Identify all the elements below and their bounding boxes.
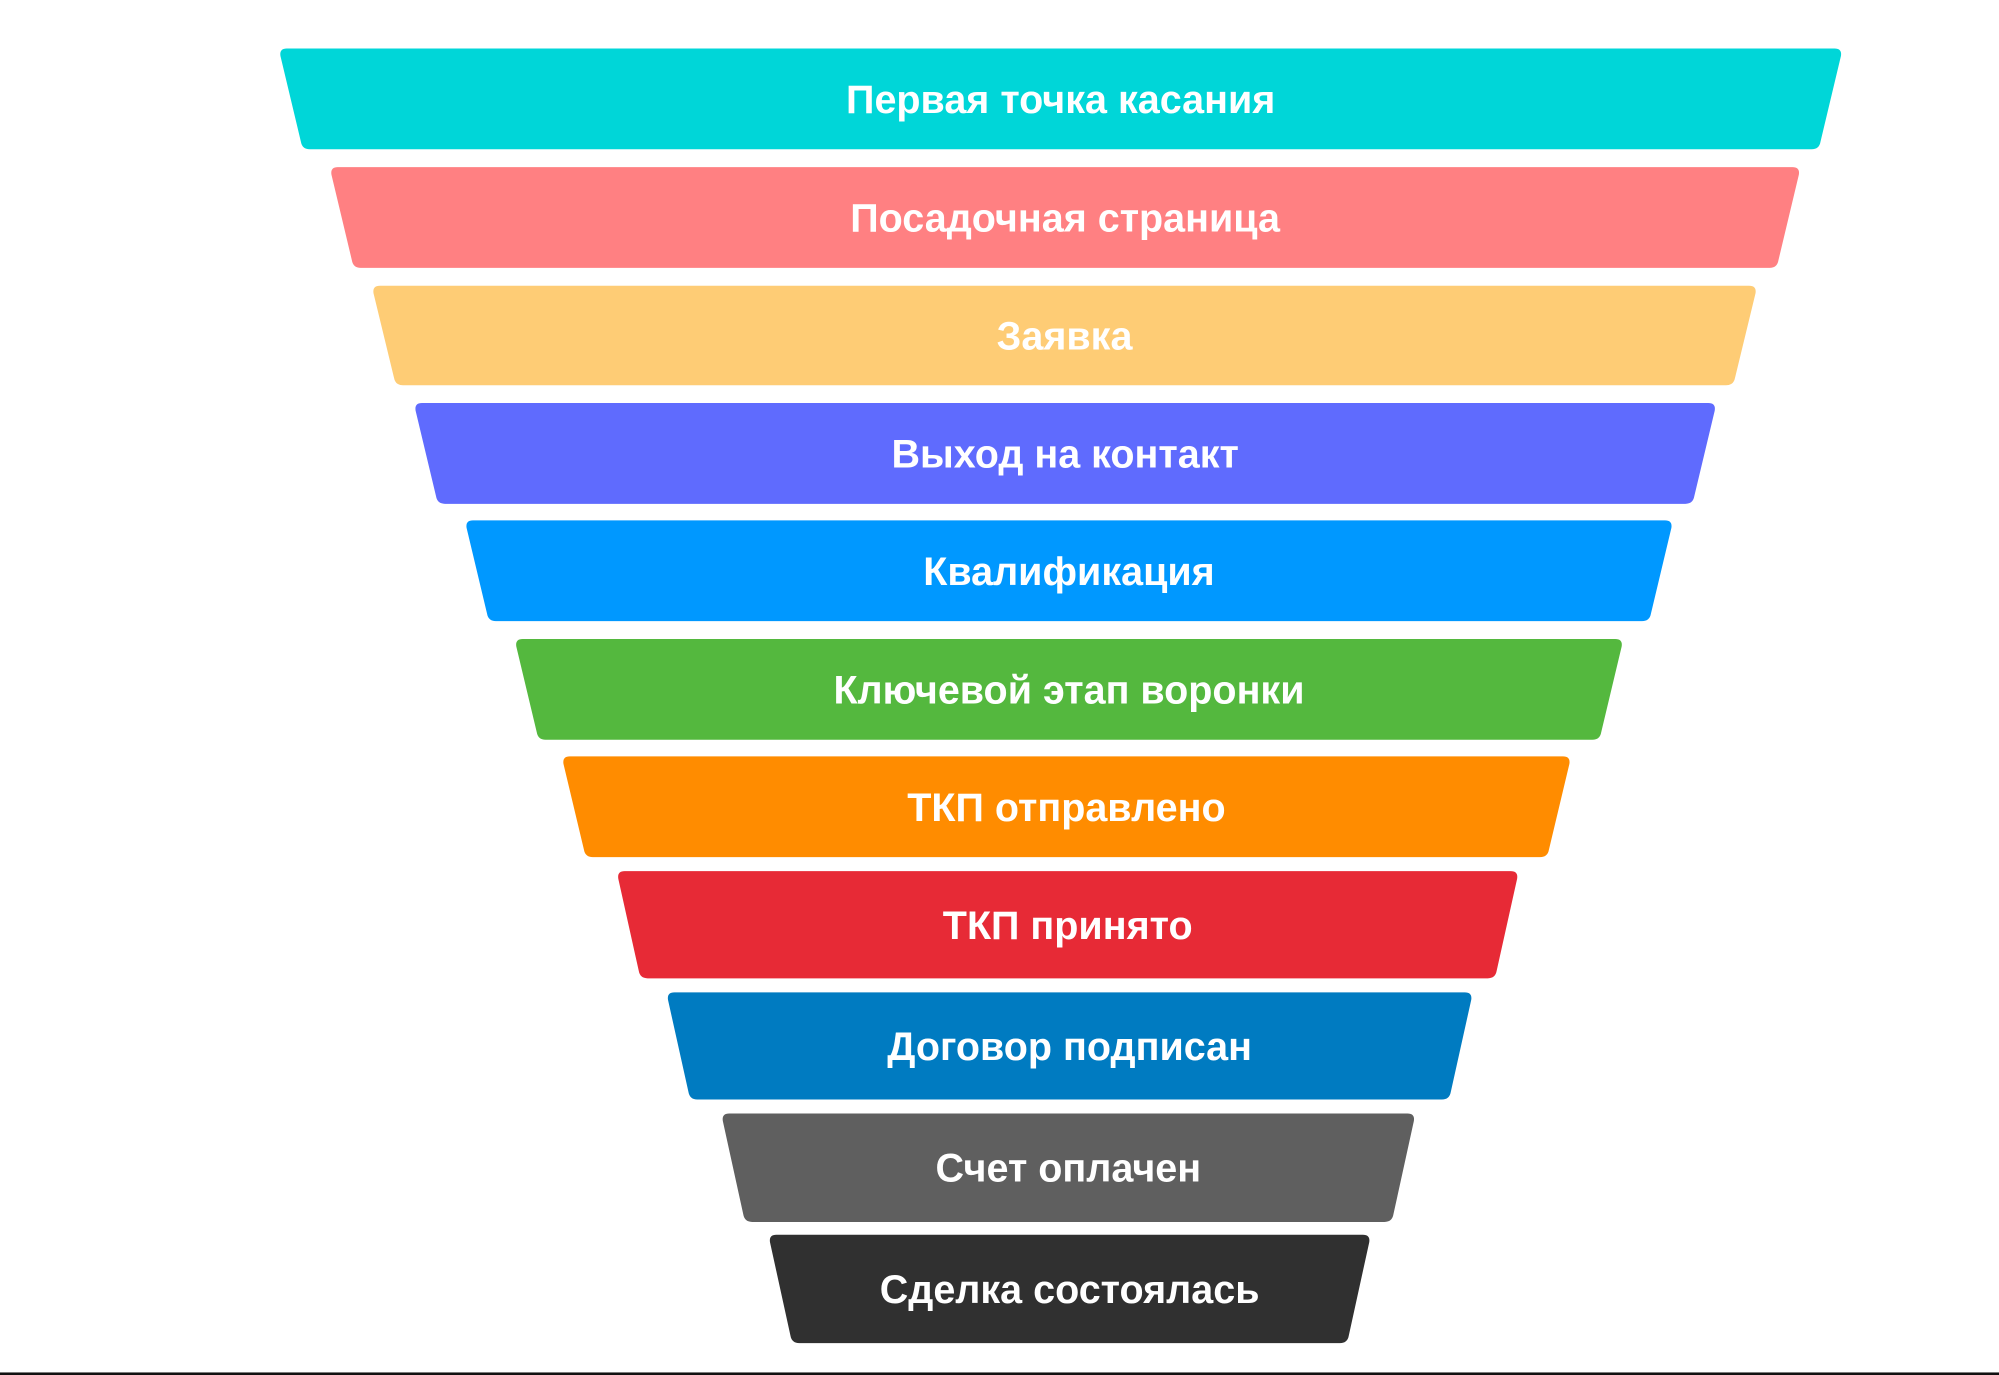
- funnel-stage-band: [667, 992, 1472, 1100]
- funnel-stage-label: Договор подписан: [887, 1025, 1252, 1069]
- funnel-stage-band: [415, 403, 1715, 504]
- funnel-stage-label: Заявка: [997, 314, 1134, 358]
- funnel-stage-band: [280, 48, 1842, 150]
- funnel-stage-label: Посадочная страница: [850, 196, 1281, 240]
- funnel-stage-label: ТКП принято: [943, 904, 1193, 948]
- funnel-stage: ТКП отправлено: [563, 756, 1570, 858]
- funnel-stage: ТКП принято: [618, 871, 1518, 979]
- funnel-stage-label: Счет оплачен: [936, 1147, 1202, 1191]
- funnel-stage-label: Сделка состоялась: [880, 1268, 1260, 1312]
- funnel-stage: Посадочная страница: [331, 167, 1800, 268]
- funnel-stage-label: Выход на контакт: [891, 432, 1238, 476]
- funnel-stage: Ключевой этап воронки: [516, 639, 1622, 740]
- funnel-stage: Первая точка касания: [280, 48, 1842, 150]
- funnel-stage-band: [769, 1234, 1370, 1344]
- funnel-stage: Выход на контакт: [415, 403, 1715, 504]
- funnel-stage-label: Первая точка касания: [846, 78, 1275, 122]
- funnel-stage: Квалификация: [466, 520, 1672, 622]
- funnel-stage-band: [331, 167, 1800, 268]
- funnel-stage-band: [516, 639, 1622, 740]
- bottom-divider: [0, 1372, 1999, 1375]
- funnel-stage: Счет оплачен: [722, 1113, 1415, 1222]
- funnel-stage: Договор подписан: [667, 992, 1472, 1100]
- funnel-stage: Заявка: [373, 285, 1756, 386]
- funnel-stage-band: [618, 871, 1518, 979]
- funnel-stage-band: [466, 520, 1672, 622]
- funnel-stage-label: Ключевой этап воронки: [833, 668, 1304, 712]
- funnel-stage-band: [563, 756, 1570, 858]
- funnel-stage: Сделка состоялась: [769, 1234, 1370, 1344]
- funnel-stage-band: [373, 285, 1756, 386]
- funnel-stage-label: Квалификация: [923, 550, 1214, 594]
- funnel-stage-label: ТКП отправлено: [907, 786, 1225, 830]
- funnel-stage-band: [722, 1113, 1415, 1222]
